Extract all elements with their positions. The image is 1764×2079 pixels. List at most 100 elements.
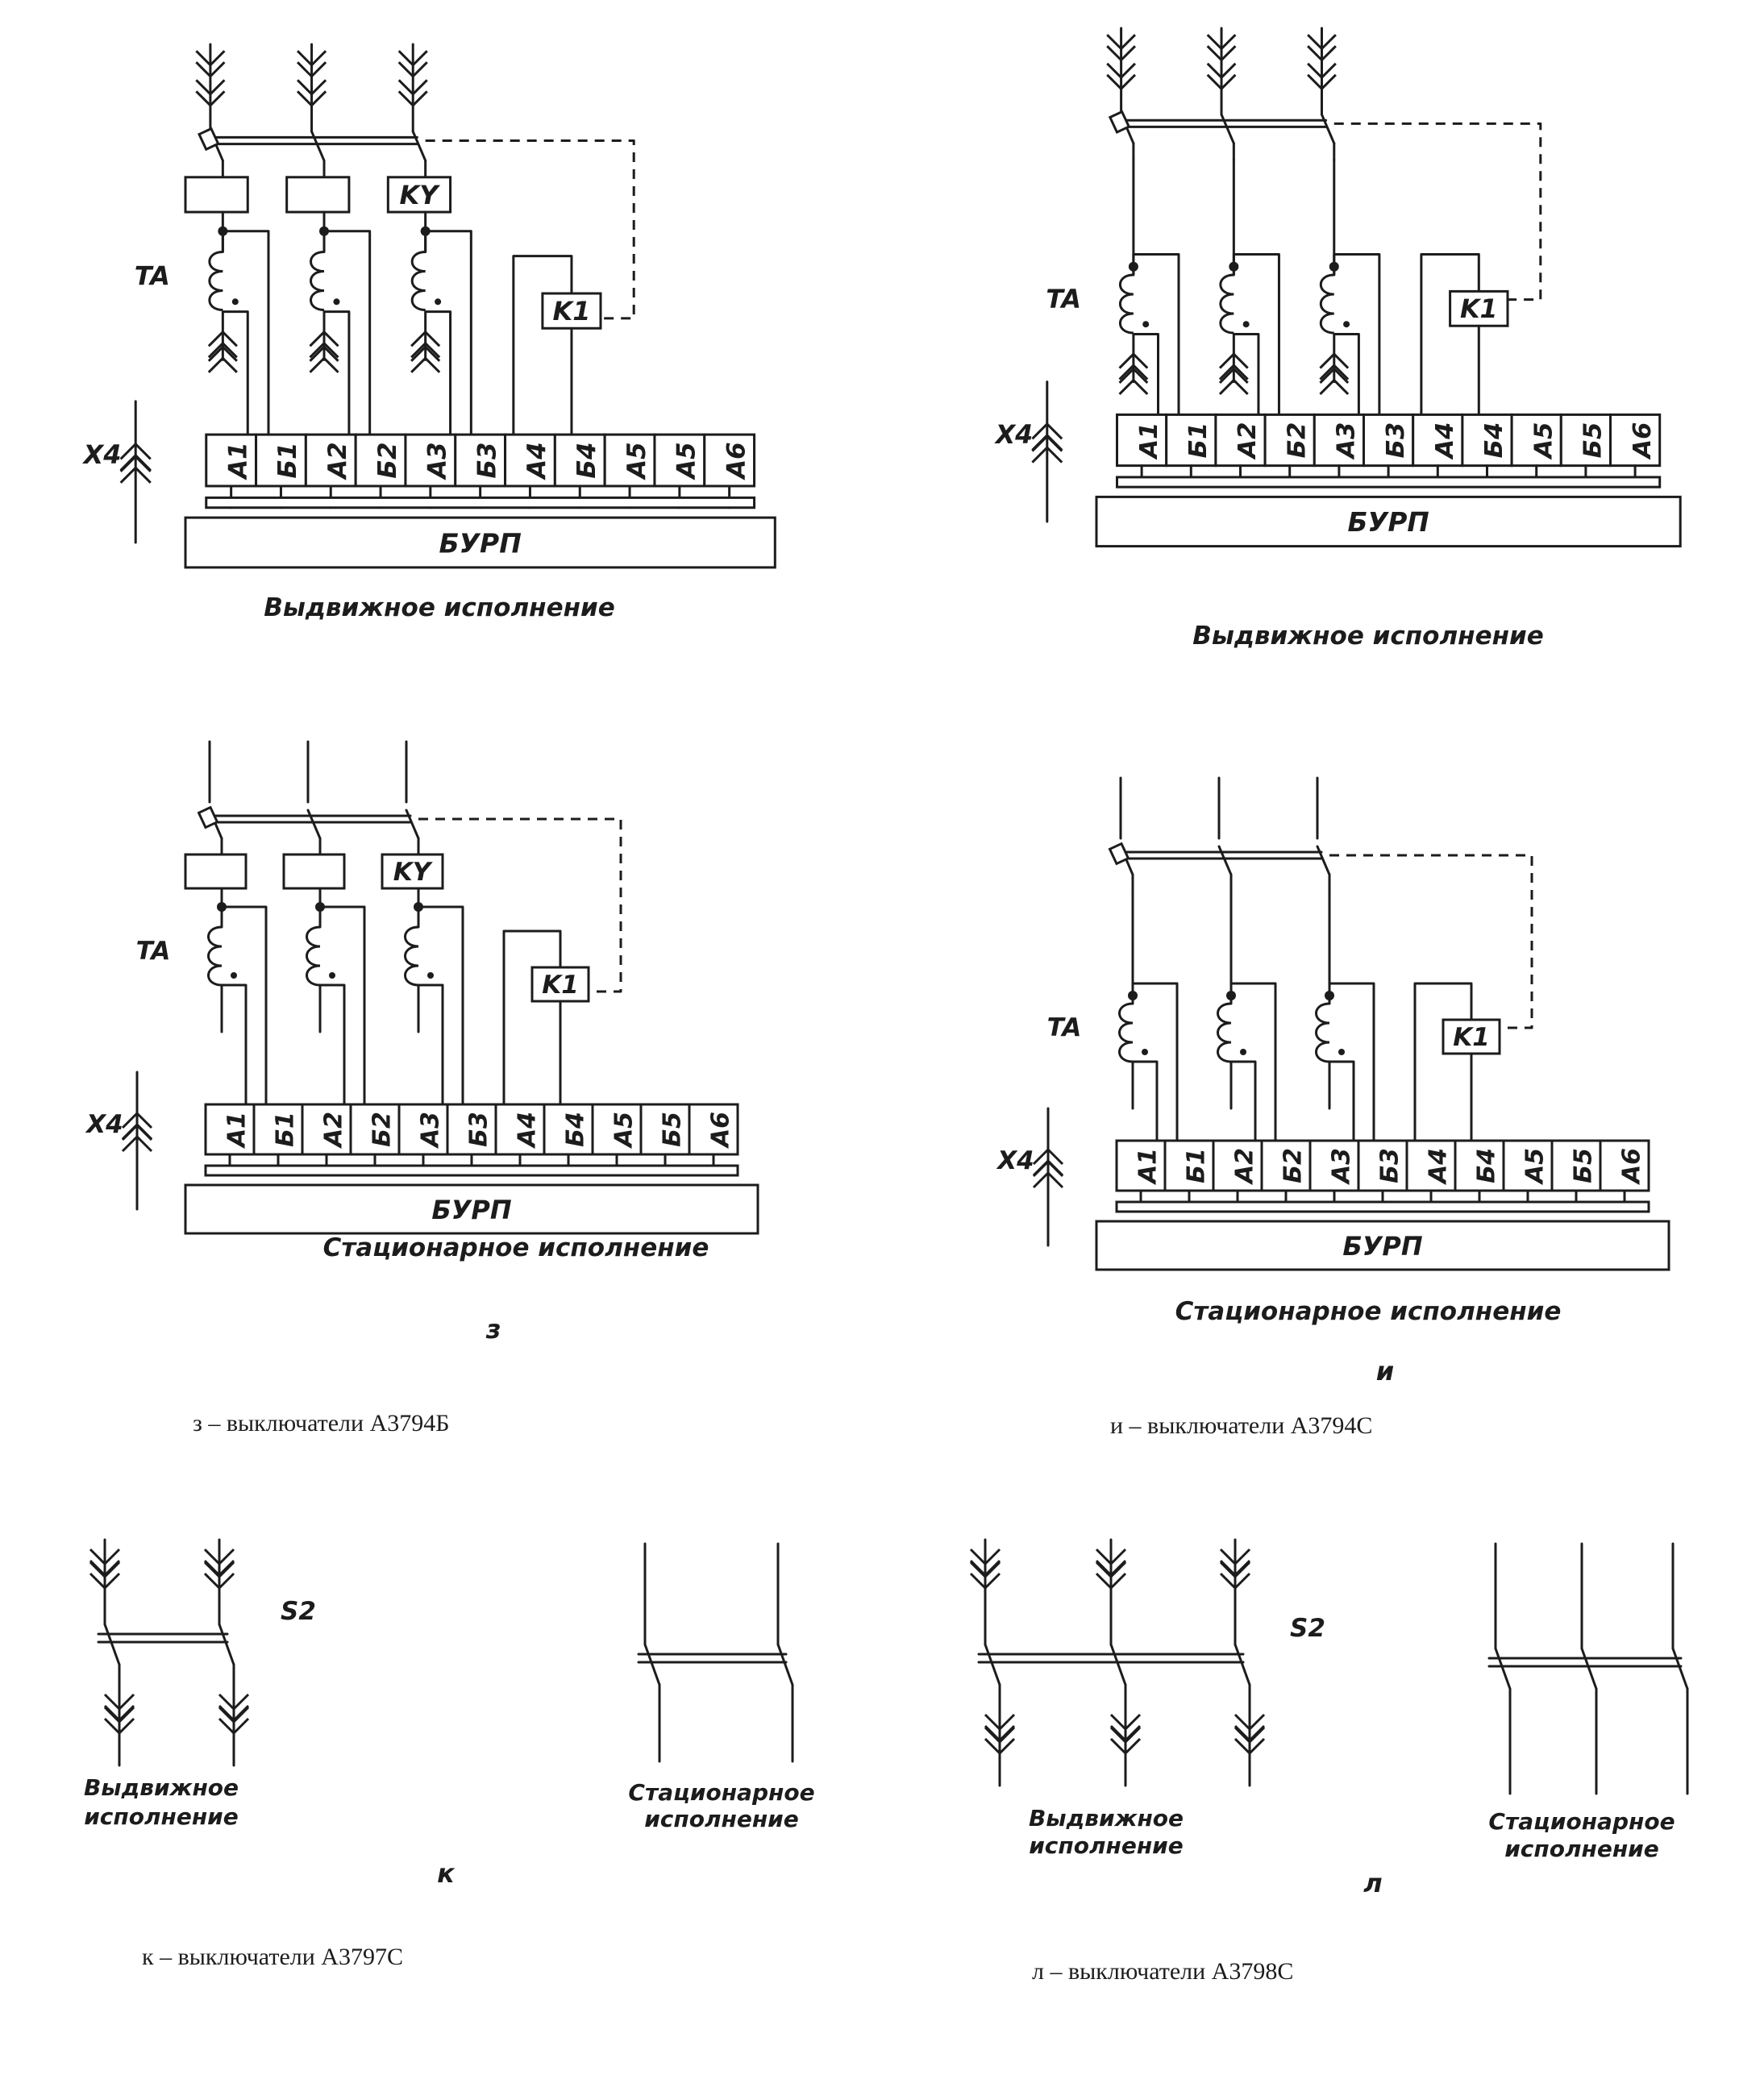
terminal-cell [1214,413,1267,468]
figure-letter-i: и [1376,1356,1394,1387]
breaker-contact [1320,113,1336,145]
label-k1: K1 [552,296,590,326]
breaker-contact [1234,1643,1251,1686]
caption-k-withdrawable-line1: Выдвижное [84,1774,239,1801]
current-transformer-icon [310,251,325,311]
terminal-base [205,496,756,509]
breaker-contact [1220,113,1235,145]
label-k1: K1 [542,971,579,1000]
terminal-label: А4 [1431,422,1459,460]
plug-chevron-icon [1218,352,1249,380]
polarity-dot [1142,321,1150,328]
plug-chevron-icon [1206,34,1237,61]
terminal-base [1116,476,1662,489]
terminal-label: Б3 [1376,1148,1404,1183]
plug-chevron-icon [1118,368,1149,395]
polarity-dot [1338,1049,1345,1055]
plug-chevron-icon [195,50,226,78]
label-ta: TA [136,937,171,966]
terminal-label: Б5 [1579,422,1608,459]
burp-block [1095,495,1682,548]
ct-secondary-wire [1333,253,1381,415]
terminal-cell [639,1103,691,1156]
ct-secondary-wire [221,230,270,435]
ct-secondary-wire [320,983,346,1104]
terminal-cell [1559,413,1612,468]
burp-block [184,1183,759,1235]
link-handle [1108,110,1131,134]
figure-caption-k: к – выключатели А3797С [142,1944,403,1970]
terminal-label: Б4 [1473,1148,1501,1183]
current-transformer-icon [208,251,223,311]
label-k1: K1 [1460,295,1498,324]
release-box [184,176,249,214]
plug-chevron-icon [218,1706,250,1735]
terminal-cell [1609,413,1662,468]
ct-secondary-wire [324,310,351,435]
ct-secondary-wire [1231,1060,1257,1141]
polarity-dot [329,972,335,979]
caption-l-withdrawable-line2: исполнение [1029,1832,1184,1859]
plug-chevron-icon [1218,368,1249,395]
terminal-label: А3 [417,1112,445,1149]
plug-chevron-icon [309,345,339,373]
ct-secondary-wire [1333,332,1360,415]
polarity-dot [333,298,340,306]
terminal-label: Б2 [373,443,402,479]
plug-chevron-icon [984,1726,1016,1755]
terminal-cell [205,433,258,488]
polarity-dot [1142,1049,1148,1055]
ct-secondary-wire [1131,982,1179,1141]
terminal-label: А3 [1328,1148,1356,1185]
terminal-label: Б2 [1283,422,1311,459]
release-box [285,176,351,214]
breaker-contact [411,130,427,162]
plug-chevron-icon [103,1706,135,1735]
diagram-k-withdrawable [89,1538,250,1767]
ct-secondary-wire [1229,982,1277,1141]
terminal-label: Б3 [465,1112,493,1147]
k1-wire [502,929,562,1104]
terminal-base [204,1164,739,1177]
label-burp: БУРП [431,1195,512,1225]
terminal-label: А5 [622,442,651,480]
terminal-label: Б2 [368,1112,397,1147]
terminal-label: Б4 [562,1112,590,1147]
terminal-label: А1 [223,1112,252,1149]
plug-chevron-icon [1106,62,1137,90]
label-x4: X4 [994,421,1033,450]
label-x4: X4 [996,1146,1034,1175]
label-ta: TA [1047,1013,1082,1042]
label-ky: KY [393,858,434,887]
figure-caption-i: и – выключатели А3794С [1110,1412,1372,1439]
terminal-cell [354,433,407,488]
figure-caption-z: з – выключатели А3794Б [193,1410,449,1437]
plug-chevron-icon [1319,368,1350,395]
ct-secondary-wire [223,310,249,435]
terminal-label: А6 [722,442,751,480]
ct-secondary-wire [1232,253,1280,415]
diagram-l-stationary [1487,1542,1689,1795]
k1-wire [1420,253,1480,415]
label-s2-l: S2 [1290,1614,1325,1643]
terminal-label: А4 [1425,1148,1453,1185]
plug-chevron-icon [1095,1561,1127,1590]
polarity-dot [1343,321,1350,328]
figure-letter-z: з [485,1314,501,1345]
x4-connector-chevron-icon [1032,1160,1064,1189]
terminal-label: А2 [1234,422,1262,460]
label-ky: KY [400,180,441,210]
plug-chevron-icon [1118,352,1149,380]
current-transformer-icon [207,925,223,987]
breaker-contact [1671,1647,1689,1690]
terminal-label: Б1 [272,1112,300,1147]
k1-wire [512,255,573,435]
label-burp: БУРП [1342,1231,1423,1262]
caption-z-withdrawable: Выдвижное исполнение [264,593,615,622]
terminal-label: А6 [1618,1148,1646,1185]
breaker-contact [1109,1643,1127,1686]
breaker-contact [776,1643,794,1686]
caption-i-stationary: Стационарное исполнение [1175,1297,1562,1326]
breaker-contact [1494,1647,1512,1690]
